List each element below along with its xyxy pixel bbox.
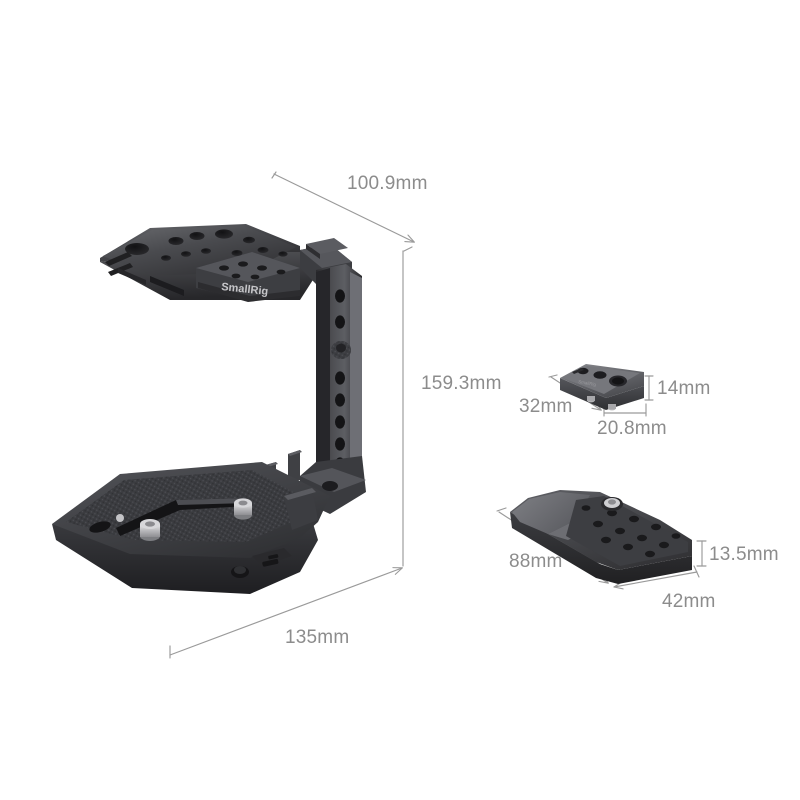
dimension-line-cage-height: [402, 246, 413, 567]
dimension-line-extension-height: [696, 540, 707, 567]
dimension-label-small-plate-length: 32mm: [519, 396, 573, 417]
dimension-label-small-plate-height: 14mm: [657, 378, 711, 399]
extension-baseplate: [510, 490, 692, 584]
brand-logo-text: SmallRig: [221, 281, 269, 298]
arm-thumbscrew: [331, 341, 351, 359]
dimension-label-small-plate-width: 20.8mm: [597, 418, 667, 439]
dimension-label-cage-height: 159.3mm: [421, 373, 502, 394]
dimension-label-cage-width: 135mm: [285, 627, 350, 648]
small-plate-marking: SmallRig: [578, 379, 597, 387]
dimension-label-extension-length: 88mm: [509, 551, 563, 572]
base-thumbscrew-rear: [234, 498, 252, 520]
quick-release-plate: SmallRig: [560, 364, 644, 411]
extension-center-screw: [601, 497, 623, 511]
dimension-label-extension-height: 13.5mm: [709, 544, 779, 565]
cage-vertical-arm: [262, 238, 366, 514]
cage-base-plate: [52, 462, 330, 594]
dimension-line-small-plate-height: [644, 375, 654, 401]
cage-top-plate: SmallRig: [100, 224, 318, 302]
dimension-label-extension-width: 42mm: [662, 591, 716, 612]
dimension-line-extension-width: [613, 565, 700, 587]
base-thumbscrew-front: [140, 519, 160, 541]
dimension-line-cage-depth: [271, 171, 414, 242]
dimension-label-cage-depth: 100.9mm: [347, 173, 428, 194]
dimension-line-cage-width: [169, 568, 402, 659]
